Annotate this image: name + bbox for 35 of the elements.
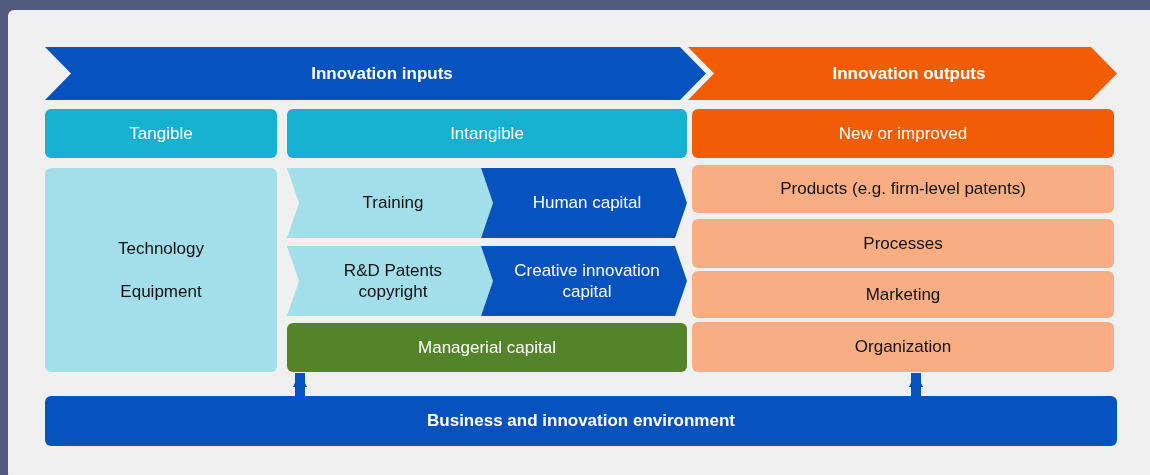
chevron-box (481, 168, 687, 238)
node-label: Organization (854, 336, 952, 358)
chevron-banner (688, 47, 1117, 100)
node-label: Creative innovation capital (513, 259, 661, 303)
node-label: Human capital (532, 192, 642, 214)
node-label: Processes (863, 232, 943, 255)
node-label: Marketing (865, 283, 941, 306)
output-box (692, 271, 1114, 318)
output-box (692, 219, 1114, 268)
output-box (692, 165, 1114, 213)
category-box (287, 109, 687, 158)
node-label: Managerial capital (418, 336, 556, 359)
input-box (45, 168, 277, 372)
node-label: Tangible (129, 122, 193, 145)
node-label: Intangible (450, 122, 524, 145)
node-label: R&D Patents copyright (342, 259, 444, 303)
environment-banner (45, 396, 1117, 446)
banner-title: Business and innovation environment (427, 410, 735, 432)
capital-box (287, 323, 687, 372)
output-box (692, 322, 1114, 372)
chevron-box (481, 246, 687, 316)
block-arrow (909, 373, 923, 396)
chevron-box (287, 246, 493, 316)
banner-title: Innovation inputs (311, 62, 453, 85)
node-label: Training (362, 192, 424, 214)
node-label: New or improved (838, 122, 968, 145)
category-box (692, 109, 1114, 158)
node-label: Equipment (120, 281, 202, 303)
block-arrow (293, 373, 307, 396)
node-label: Technology (118, 237, 204, 259)
category-box (45, 109, 277, 158)
chevron-banner (45, 47, 706, 100)
chevron-box (287, 168, 493, 238)
node-label: Products (e.g. firm-level patents) (780, 178, 1026, 200)
banner-title: Innovation outputs (832, 62, 986, 85)
